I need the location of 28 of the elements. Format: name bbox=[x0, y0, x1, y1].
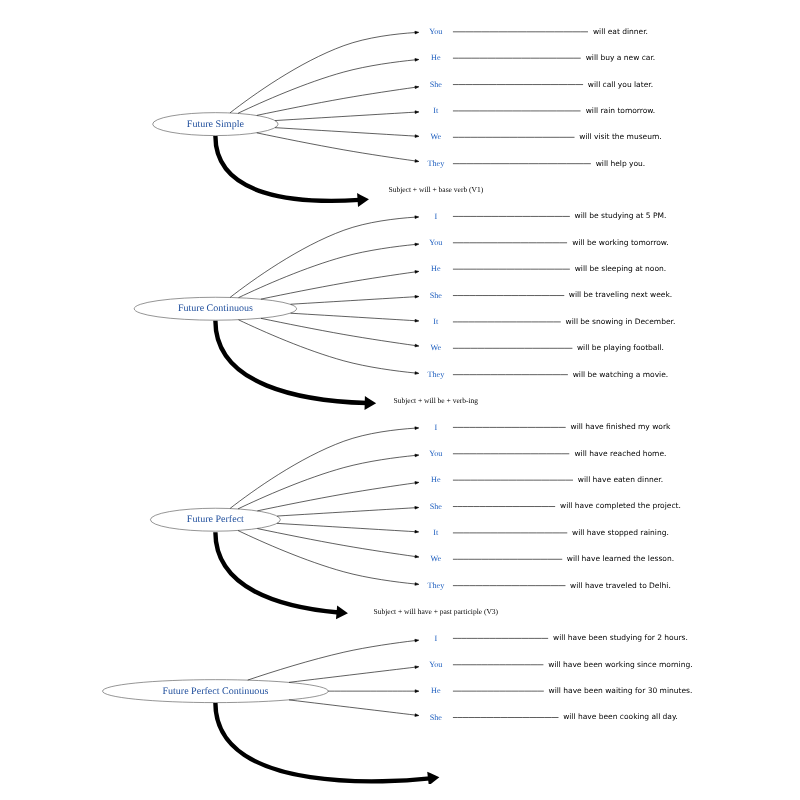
arrow bbox=[256, 131, 420, 162]
arrow bbox=[213, 134, 369, 207]
arrow bbox=[290, 294, 420, 304]
arrow bbox=[237, 57, 420, 113]
arrow bbox=[276, 522, 420, 533]
arrow bbox=[274, 109, 420, 120]
arrow bbox=[229, 425, 420, 508]
arrow bbox=[257, 480, 420, 511]
arrow bbox=[213, 701, 440, 783]
arrow bbox=[237, 529, 420, 585]
arrow bbox=[213, 319, 377, 409]
arrow bbox=[238, 241, 420, 297]
arrow bbox=[288, 664, 420, 682]
arrow bbox=[288, 698, 420, 716]
arrow bbox=[229, 214, 420, 297]
arrow bbox=[290, 311, 420, 322]
arrow bbox=[260, 317, 420, 347]
arrow bbox=[274, 126, 420, 137]
arrow bbox=[238, 318, 420, 374]
arrow bbox=[260, 269, 420, 299]
arrow bbox=[213, 531, 348, 619]
arrow bbox=[247, 637, 420, 680]
arrow bbox=[237, 452, 420, 509]
arrow bbox=[327, 688, 420, 692]
arrow bbox=[256, 84, 420, 115]
arrow bbox=[276, 505, 420, 516]
arrow bbox=[257, 527, 420, 558]
arrow bbox=[229, 29, 420, 113]
